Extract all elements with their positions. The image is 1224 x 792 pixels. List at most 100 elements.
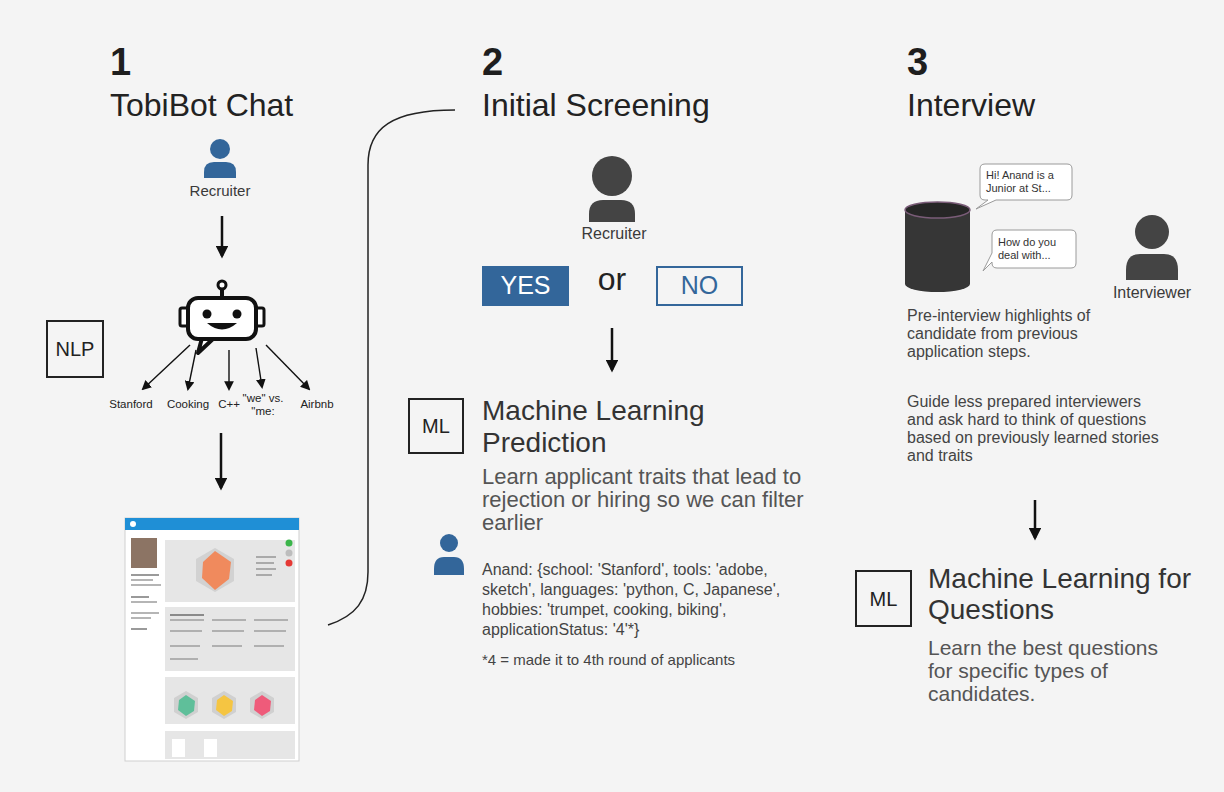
recruiter-icon [589,156,635,222]
profile-screenshot-part [170,630,202,632]
keyword: Stanford [99,398,163,411]
keyword-arrow-part [188,350,196,389]
section-description: Learn applicant traits that lead to reje… [482,465,837,534]
box-label: YES [500,272,550,300]
profile-screenshot-part [174,691,198,719]
note-text: Pre-interview highlights of candidate fr… [907,307,1129,361]
recruiter-icon [204,139,236,178]
profile-screenshot-part [256,574,272,576]
step-heading: TobiBot Chat [110,88,293,123]
profile-screenshot-part [165,607,295,671]
step-number: 2 [482,42,503,84]
data-record: Anand: {school: 'Stanford', tools: 'adob… [482,560,812,640]
profile-screenshot-part [170,645,200,647]
profile-screenshot-part [172,739,185,757]
robot-icon-part [203,310,212,319]
profile-screenshot-part [212,691,236,719]
profile-screenshot-part [131,584,161,586]
flow-arrow-part [220,433,223,488]
recruiter-icon-part [204,162,236,178]
profile-screenshot-part [165,731,295,759]
bubble-text: How do you deal with... [998,236,1070,262]
profile-screenshot-part [254,645,284,647]
icon-caption: Recruiter [554,225,674,243]
robot-icon-part [188,298,256,339]
recruiter-icon-part [210,139,230,159]
keyword-arrow-part [256,348,262,387]
keyword-arrow-part [143,345,190,389]
profile-screenshot-part [254,619,288,621]
profile-screenshot-part [170,658,198,660]
speech-bubble: Hi! Anand is a Junior at St... [980,164,1072,200]
ml-box: ML [855,570,912,627]
icon-caption: Recruiter [165,183,275,200]
profile-screenshot-part [170,614,204,616]
no-button: NO [656,266,743,306]
profile-screenshot-part [170,619,204,621]
ml-box: ML [408,398,464,454]
smart-speaker-part [905,210,970,292]
keyword-arrow-part [266,345,309,389]
applicant-icon-part [434,557,464,575]
profile-screenshot-part [125,518,299,530]
smart-speaker-part [905,202,970,218]
profile-screenshot-part [131,628,147,630]
profile-screenshot-part [286,560,293,567]
interviewer-icon [1126,215,1178,280]
robot-icon [180,281,264,353]
profile-screenshot-part [250,691,274,719]
profile-screenshot-part [212,619,246,621]
profile-screenshot-part [202,551,231,590]
profile-screenshot-part [256,556,276,558]
box-label: NLP [56,338,95,360]
speech-bubble-outline [976,164,1072,209]
profile-screenshot-part [196,548,234,592]
box-label: ML [870,588,898,610]
flow-arrow-part [1034,500,1037,538]
bubble-text: Hi! Anand is a Junior at St... [986,169,1066,195]
speech-bubble: How do you deal with... [992,230,1076,268]
profile-screenshot-part [204,739,217,757]
flow-arrow-part [221,216,224,256]
interviewer-icon-part [1135,215,1169,249]
smart-speaker [905,202,970,292]
profile-screenshot-part [165,677,295,724]
icon-caption: Interviewer [1092,284,1212,302]
profile-screenshot-part [131,612,159,614]
keyword-arrow-part [228,350,229,389]
profile-screenshot-part [131,596,149,598]
note-text: Guide less prepared interviewers and ask… [907,393,1162,465]
profile-screenshot-part [131,538,157,568]
recruiter-icon-part [589,200,635,222]
flow-arrow-part [611,328,614,370]
profile-screenshot-part [165,540,295,602]
yes-button: YES [482,266,569,306]
profile-screenshot-part [178,695,195,716]
keyword-arrow [143,345,309,389]
profile-screenshot-part [131,601,157,603]
speech-bubble-outline [983,230,1076,271]
profile-screenshot-part [286,540,293,547]
bracket-curve-part [328,110,455,625]
box-label: ML [422,415,450,437]
footnote: *4 = made it to 4th round of applicants [482,652,735,669]
applicant-icon-part [440,534,458,552]
robot-icon-part [233,310,242,319]
section-heading: Machine Learning Prediction [482,395,802,459]
profile-screenshot-part [256,568,276,570]
nlp-box: NLP [46,320,104,378]
profile-screenshot-part [216,695,233,716]
step-number: 3 [907,42,928,84]
box-label: NO [681,272,719,300]
profile-screenshot-part [125,518,299,761]
section-heading: Machine Learning for Questions [928,563,1198,625]
robot-icon-part [207,323,237,330]
robot-icon-part [218,281,226,289]
profile-screenshot-part [212,630,244,632]
keyword: Airbnb [287,398,347,411]
profile-screenshot-part [212,645,242,647]
bracket-curve [328,110,455,625]
profile-screenshot [125,518,299,761]
profile-screenshot-part [254,630,286,632]
